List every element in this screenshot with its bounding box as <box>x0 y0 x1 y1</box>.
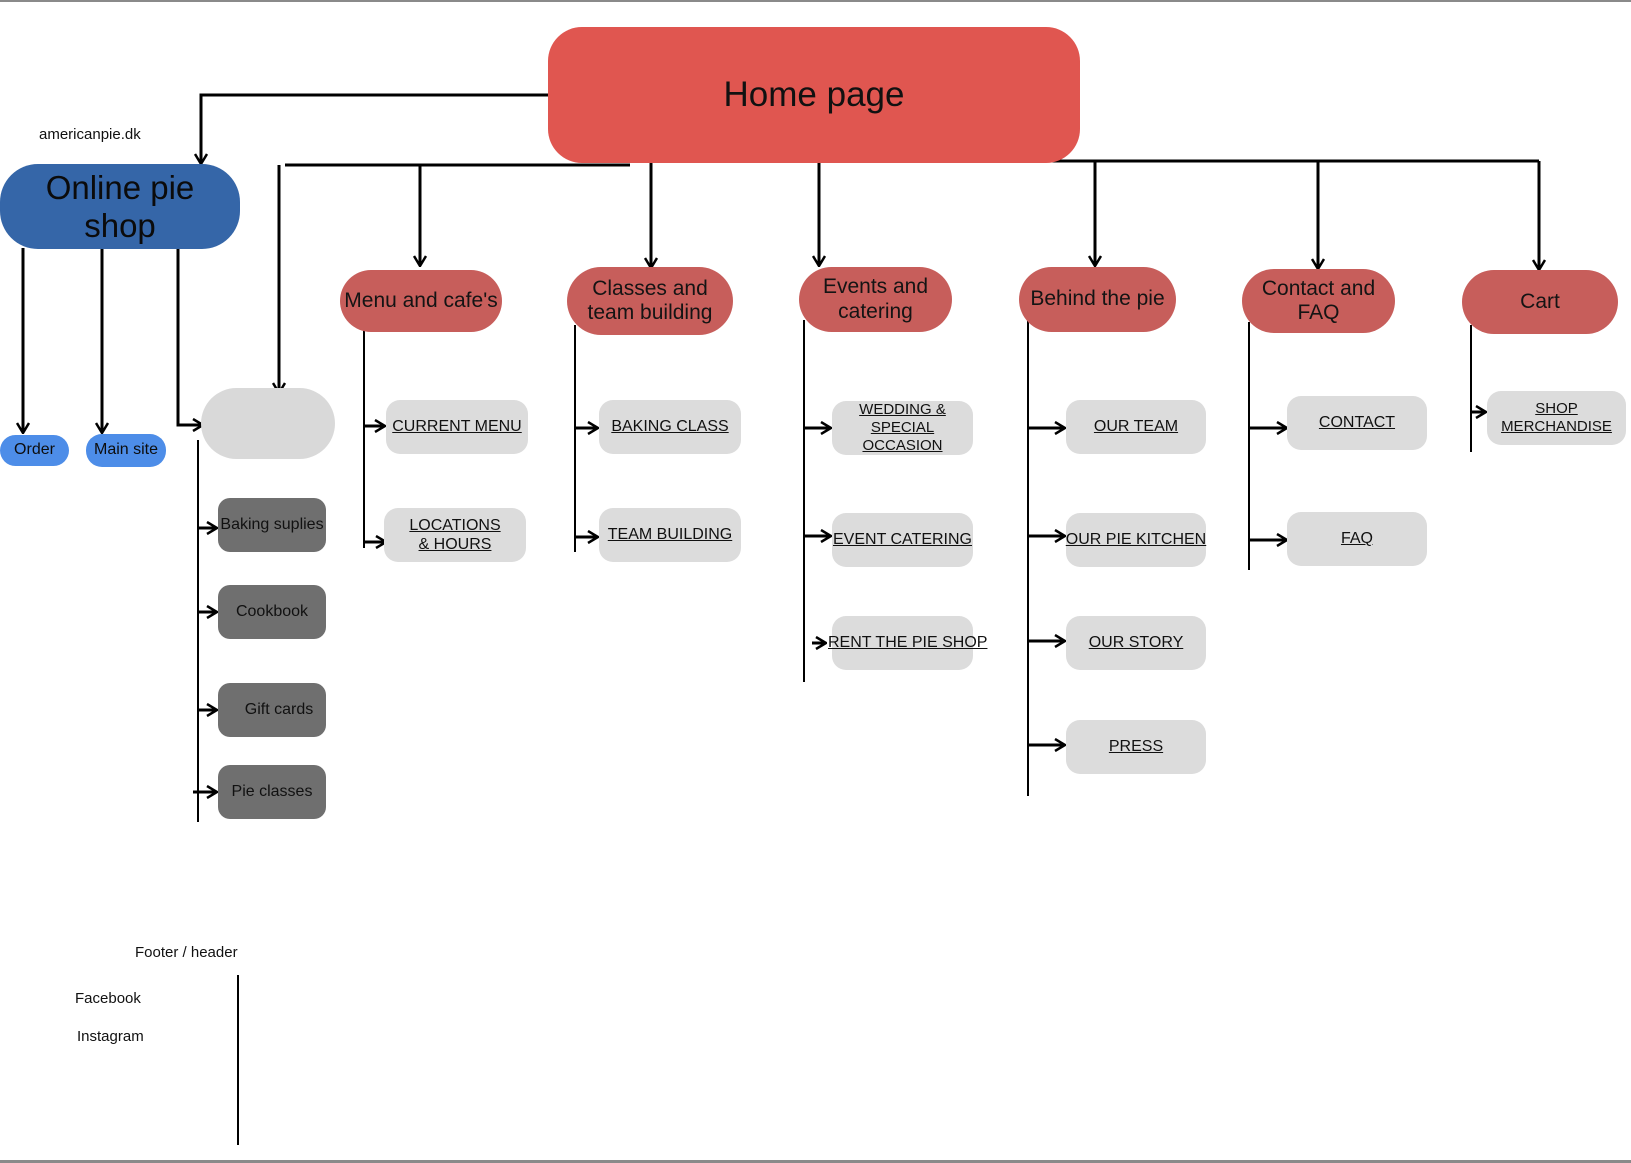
subpage-current-menu: CURRENT MENU <box>386 400 528 454</box>
home-page-label: Home page <box>723 75 905 115</box>
order-node: Order <box>0 435 69 466</box>
subpage-label: OUR PIE KITCHEN <box>1065 531 1207 549</box>
subpage-press: PRESS <box>1066 720 1206 774</box>
subpage-our-story: OUR STORY <box>1066 616 1206 670</box>
online-pie-shop-label: Online pie shop <box>45 168 195 244</box>
subpage-label: OUR TEAM <box>1093 418 1179 436</box>
shop-item-label: Pie classes <box>231 782 313 800</box>
subpage-label: TEAM BUILDING <box>607 526 733 544</box>
category-behind-the-pie: Behind the pie <box>1019 267 1176 332</box>
subpage-label: CONTACT <box>1318 414 1396 432</box>
category-cart: Cart <box>1462 270 1618 334</box>
subpage-label: WEDDING & SPECIAL OCCASION <box>859 400 946 455</box>
category-contact-faq: Contact and FAQ <box>1242 269 1395 333</box>
subpage-label: CURRENT MENU <box>392 418 522 436</box>
shop-item-gift-cards: Gift cards <box>218 683 326 737</box>
subpage-label: FAQ <box>1340 530 1373 548</box>
subpage-label: EVENT CATERING <box>833 531 972 549</box>
subpage-baking-class: BAKING CLASS <box>599 400 741 454</box>
subpage-contact: CONTACT <box>1287 396 1427 450</box>
category-label: Contact and FAQ <box>1261 276 1376 324</box>
subpage-shop-merchandise: SHOP MERCHANDISE <box>1487 391 1626 445</box>
order-label: Order <box>14 441 55 459</box>
shop-item-baking-supplies: Baking suplies <box>218 498 326 552</box>
footer-title: Footer / header <box>135 944 238 961</box>
category-label: Menu and cafe's <box>344 288 498 312</box>
shop-item-label: Cookbook <box>235 602 309 620</box>
subpage-our-team: OUR TEAM <box>1066 400 1206 454</box>
bottom-border <box>0 1160 1631 1163</box>
subpage-rent-the-pie-shop: RENT THE PIE SHOP <box>828 616 987 670</box>
category-label: Events and catering <box>822 275 929 323</box>
top-border <box>0 0 1631 2</box>
shop-item-label: Gift cards <box>244 700 314 718</box>
category-label: Behind the pie <box>1030 287 1165 311</box>
connector-to-placeholder-side <box>176 248 203 425</box>
subpage-team-building: TEAM BUILDING <box>599 508 741 562</box>
empty-placeholder-node <box>201 388 335 459</box>
subpage-wedding-special-occasion: WEDDING & SPECIAL OCCASION <box>832 401 973 455</box>
shop-item-label: Baking suplies <box>220 515 324 533</box>
subpage-label: LOCATIONS & HOURS <box>409 516 501 553</box>
home-page-node: Home page <box>548 27 1080 163</box>
subpage-our-pie-kitchen: OUR PIE KITCHEN <box>1066 513 1206 567</box>
subpage-label: PRESS <box>1108 738 1164 756</box>
footer-link-instagram: Instagram <box>77 1028 144 1045</box>
category-label: Cart <box>1520 289 1560 313</box>
shop-item-pie-classes: Pie classes <box>218 765 326 819</box>
subpage-label: BAKING CLASS <box>611 418 729 436</box>
category-menu-cafes: Menu and cafe's <box>340 270 502 332</box>
subpage-label: SHOP MERCHANDISE <box>1501 399 1612 435</box>
footer-link-facebook: Facebook <box>75 990 141 1007</box>
main-site-label: Main site <box>93 441 159 459</box>
subpage-locations-hours: LOCATIONS & HOURS <box>384 508 526 562</box>
main-site-node: Main site <box>86 434 166 467</box>
domain-label: americanpie.dk <box>39 126 141 143</box>
category-events-catering: Events and catering <box>799 267 952 332</box>
online-pie-shop-node: Online pie shop <box>0 164 240 249</box>
subpage-faq: FAQ <box>1287 512 1427 566</box>
subpage-label: RENT THE PIE SHOP <box>828 634 988 652</box>
shop-item-cookbook: Cookbook <box>218 585 326 639</box>
category-label: Classes and team building <box>587 276 713 324</box>
subpage-event-catering: EVENT CATERING <box>832 513 973 567</box>
connector-home-to-shop <box>201 93 548 164</box>
category-classes-team-building: Classes and team building <box>567 267 733 335</box>
subpage-label: OUR STORY <box>1088 634 1184 652</box>
